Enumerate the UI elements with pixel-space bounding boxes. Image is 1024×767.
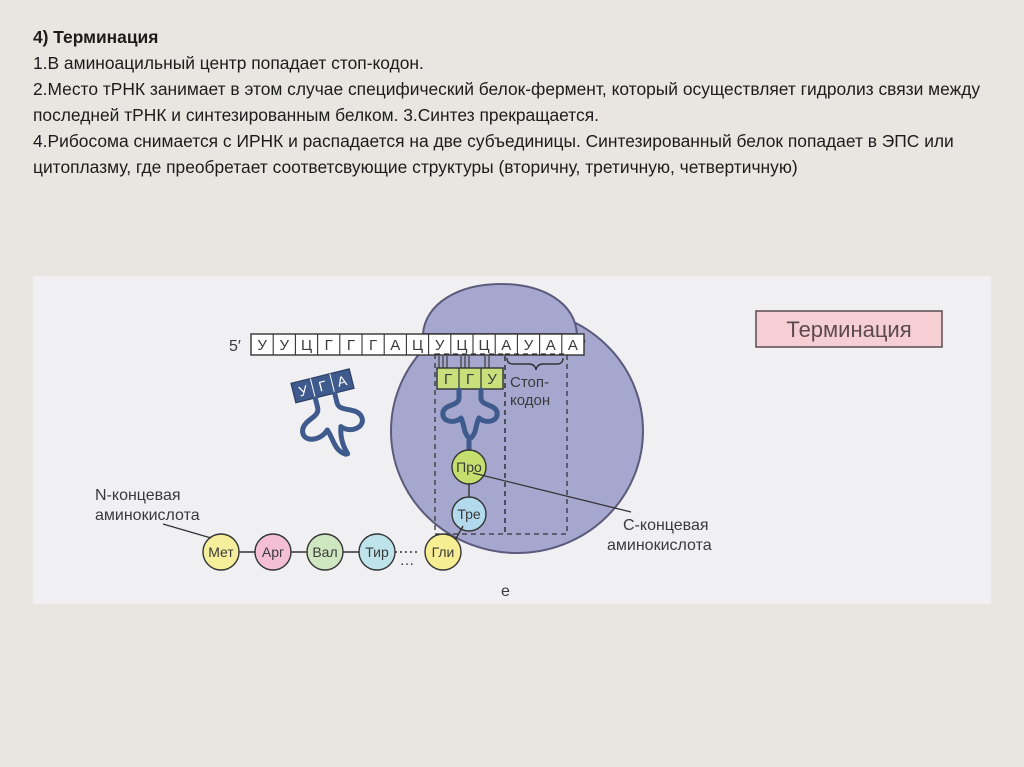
n-terminal-pointer [163,524,211,538]
panel-letter: e [501,583,510,600]
polypeptide-chain: Мет Арг Вал Тир … Гли [203,526,463,570]
mrna-base: Г [347,337,355,354]
c-terminal-label-2: аминокислота [607,537,712,554]
mrna-base: Ц [479,337,490,354]
mrna-five-prime: 5′ [229,338,241,355]
stop-codon-label-1: Стоп- [510,374,549,391]
mrna-base: У [280,337,290,354]
mrna-base: Ц [456,337,467,354]
mrna-base: Ц [412,337,423,354]
ribosome-small-subunit [423,284,577,334]
mrna-base: Г [369,337,377,354]
mrna-base: Г [325,337,333,354]
mrna-base: У [257,337,267,354]
amino-acid-met-label: Мет [208,544,234,560]
bound-anticodon-base-3: У [487,371,497,388]
paragraph-2: 2.Место тРНК занимает в этом случае спец… [33,76,993,128]
amino-acid-tyr-label: Тир [365,544,389,560]
chain-gap: … [400,552,415,569]
stop-codon-label-2: кодон [510,392,550,409]
amino-acid-pro-label: Про [456,459,482,475]
slide-heading: 4) Терминация [33,24,993,50]
amino-acid-tre-label: Тре [457,506,481,522]
mrna-base: А [568,337,578,354]
amino-acid-arg-label: Арг [262,544,284,560]
bound-anticodon-base-1: Г [444,371,452,388]
paragraph-1: 1.В аминоацильный центр попадает стоп-ко… [33,50,993,76]
free-trna: У Г А [290,369,369,463]
mrna-base: У [435,337,445,354]
mrna-base: А [546,337,556,354]
mrna-base: А [390,337,400,354]
n-terminal-label-1: N-концевая [95,487,181,504]
slide-text: 4) Терминация 1.В аминоацильный центр по… [33,24,993,180]
diagram-title: Терминация [786,317,911,342]
mrna-base: Ц [301,337,312,354]
n-terminal-label-2: аминокислота [95,507,200,524]
c-terminal-label-1: С-концевая [623,517,709,534]
bound-trna-anticodon: Г Г У [437,368,503,389]
mrna-base: А [501,337,511,354]
amino-acid-gli-label: Гли [432,544,455,560]
paragraph-3: 4.Рибосома снимается с ИРНК и распадаетс… [33,128,993,180]
bound-anticodon-base-2: Г [466,371,474,388]
mrna-base: У [524,337,534,354]
amino-acid-val-label: Вал [312,544,337,560]
